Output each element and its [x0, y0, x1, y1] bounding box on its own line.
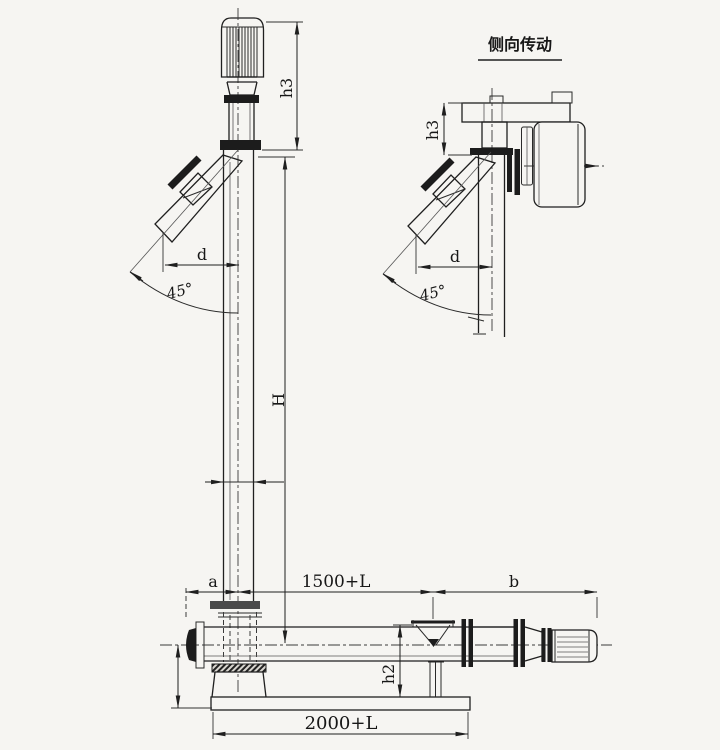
trough-flange-1: [461, 619, 466, 667]
pedestal-hatch: [211, 663, 267, 673]
side-vertical-pipe: [467, 155, 506, 337]
end-motor-fins: [557, 636, 588, 658]
main-elevation-view: d 45° h3 H: [129, 8, 612, 739]
base-plate: [210, 696, 471, 711]
dim-label-1500L: 1500+L: [302, 572, 371, 592]
dim-left-height: [171, 644, 212, 709]
feed-funnel: [411, 620, 455, 647]
inlet-axis-line-side: [382, 151, 492, 275]
feed-inlet-45: d 45°: [129, 149, 244, 314]
support-leg: [428, 661, 444, 697]
dim-chain-bottom: a 1500+L b: [185, 572, 598, 619]
hidden-tee-lines: [223, 612, 257, 662]
motor-fins: [226, 27, 258, 77]
coupling-flange-1: [507, 152, 512, 192]
horizontal-conveyor: [186, 619, 598, 711]
side-view-title: 侧向传动: [488, 35, 552, 54]
dim-2000L: 2000+L: [212, 712, 469, 739]
dim-h2: h2: [379, 624, 412, 698]
dim-label-h2: h2: [379, 664, 398, 684]
motor-flange-band: [224, 95, 259, 103]
dim-label-H: H: [269, 393, 288, 407]
dim-label-45-side: 45°: [417, 281, 448, 305]
dim-label-45: 45°: [164, 279, 195, 303]
side-drive-view: 侧向传动: [382, 35, 604, 337]
end-drive-motor: [551, 629, 598, 663]
trough-flange-2: [513, 619, 518, 667]
dim-label-h3-side: h3: [423, 120, 442, 140]
dim-label-2000L: 2000+L: [305, 713, 378, 734]
coupling-band: [541, 628, 546, 662]
dim-h3-side: h3: [423, 102, 472, 156]
discharge-taper: [524, 626, 543, 662]
pipe-lower-flange: [210, 601, 260, 609]
dim-label-d: d: [197, 245, 207, 264]
pedestal-block: [211, 671, 267, 698]
side-motor-body: [533, 121, 586, 208]
inlet-flange-side: [420, 157, 455, 192]
dim-H: H: [269, 156, 288, 644]
dim-h3-main: h3: [258, 21, 303, 158]
inlet-duct-side: [407, 156, 497, 245]
coupling-flange-2: [514, 149, 520, 195]
inlet-axis-line: [129, 149, 239, 273]
side-pipe-flange: [470, 148, 513, 155]
end-bearing-cap: [186, 628, 196, 662]
inlet-top-flange: [220, 140, 261, 150]
side-gear-housing: [461, 91, 573, 155]
inlet-duct: [154, 154, 244, 243]
top-drive-motor: [220, 26, 264, 150]
vertical-pipe: [205, 150, 284, 662]
dim-label-b: b: [509, 572, 519, 591]
side-motor-assembly: [507, 121, 599, 208]
dim-label-h3: h3: [277, 78, 296, 98]
drive-head-pipe: [228, 103, 255, 140]
inlet-flange: [167, 155, 202, 190]
dim-label-a: a: [208, 572, 218, 591]
dim-label-d-side: d: [450, 247, 460, 266]
